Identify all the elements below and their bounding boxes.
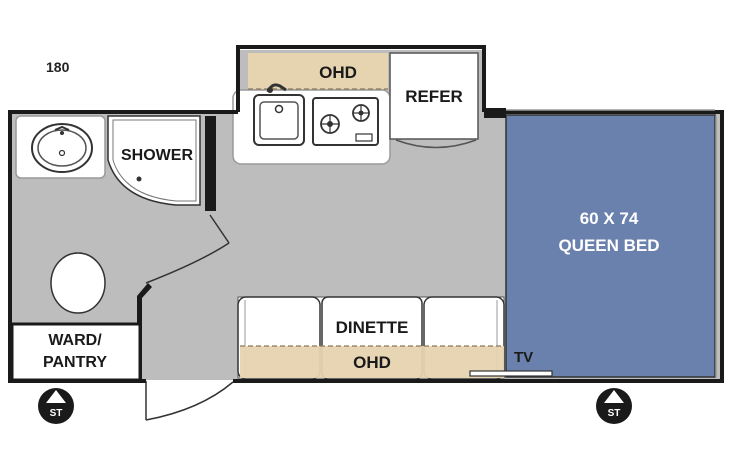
entry-door-icon [145,381,234,421]
ohd-bottom-label: OHD [353,353,391,372]
dinette-label: DINETTE [336,318,409,337]
shower-label: SHOWER [121,147,193,164]
tv-icon [469,370,553,377]
shower[interactable] [107,115,201,206]
stabilizer-right-icon [596,388,632,424]
queen-bed[interactable] [505,114,716,378]
overhead-cabinet-bottom[interactable] [240,346,504,378]
toilet-icon [50,252,106,314]
bed-size-label: 60 X 74 [580,209,639,228]
stabilizer-left-icon [38,388,74,424]
refrigerator[interactable] [389,52,479,140]
bathroom-door-icon [145,214,230,284]
bath-sink-icon [31,123,93,173]
stabilizer-left-label: ST [50,408,63,419]
ward-label-line2: PANTRY [43,354,107,371]
refer-label: REFER [405,87,463,106]
overhead-cabinet-top[interactable] [248,53,388,89]
ohd-top-label: OHD [319,63,357,82]
stove-icon [312,97,379,146]
tv-label: TV [514,349,533,366]
stabilizer-right-label: ST [608,408,621,419]
ward-label-line1: WARD/ [48,332,102,349]
bed-name-label: QUEEN BED [558,236,659,255]
model-number: 180 [46,59,70,75]
exterior-walls [8,45,724,383]
kitchen-sink-icon [253,83,305,146]
